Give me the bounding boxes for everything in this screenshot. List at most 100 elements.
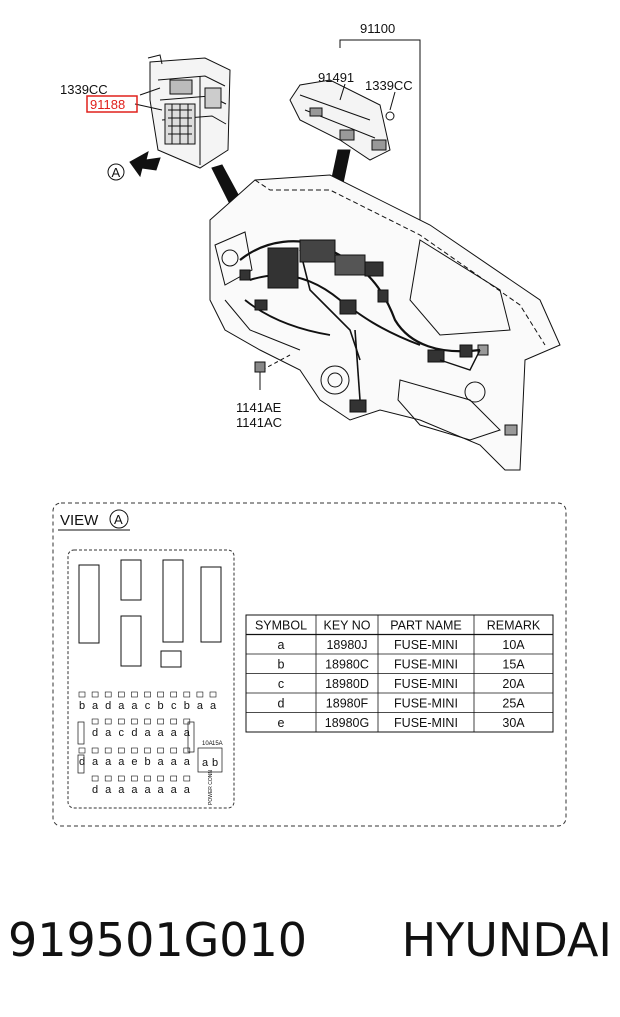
callout-1141ae: 1141AE	[236, 400, 282, 415]
brand-name: HYUNDAI	[401, 913, 612, 967]
fuse-small-label-1: 10A	[202, 741, 213, 747]
fuse-slot-letter: a	[171, 784, 178, 796]
fuse-slot-tab	[104, 691, 112, 698]
fuse-panel	[67, 549, 235, 809]
fuse-slot-tab	[183, 691, 191, 698]
fuse-slot-letter: b	[184, 700, 190, 712]
fuse-table-cell: e	[278, 716, 285, 730]
fuse-table-cell: 30A	[502, 716, 525, 730]
leader-1339cc-right	[389, 91, 396, 111]
fuse-table-header: REMARK	[487, 619, 541, 633]
callout-1339cc-left: 1339CC	[60, 82, 108, 97]
fuse-slot-tab	[104, 747, 112, 754]
view-title-marker: A	[114, 512, 123, 527]
fuse-table-cell: 18980F	[326, 697, 369, 711]
wiring-harness	[239, 239, 481, 413]
fuse-slot-tab	[104, 718, 112, 725]
fuse-slot-tab	[78, 747, 86, 754]
power-conn-letter: a	[202, 757, 209, 769]
fuse-slot-letter: d	[92, 784, 98, 796]
callout-91100: 91100	[360, 21, 395, 36]
fuse-slot-letter: a	[171, 727, 178, 739]
fuse-slot-letter: a	[158, 756, 165, 768]
fuse-table-cell: FUSE-MINI	[394, 677, 458, 691]
fuse-slot-letter: c	[119, 727, 125, 739]
fuse-table-cell: d	[278, 697, 285, 711]
fuse-table-cell: 18980D	[325, 677, 369, 691]
exploded-view: 91100 A	[107, 21, 561, 471]
fuse-long-slot	[77, 754, 85, 774]
fuse-vertical-label: POWER CONN	[208, 770, 214, 805]
callout-1141ac: 1141AC	[236, 415, 282, 430]
fuse-slot-tab	[170, 718, 177, 725]
fuse-slot-tab	[157, 691, 164, 698]
fuse-slot-letter: a	[184, 756, 191, 768]
fuse-slot-letter: c	[171, 700, 177, 712]
fuse-slot-letter: a	[184, 727, 191, 739]
power-conn-box	[197, 747, 223, 773]
fuse-slot-letter: a	[92, 700, 99, 712]
fuse-long-slot	[77, 721, 85, 745]
fuse-slot-letter: a	[105, 756, 112, 768]
leader-1339cc-left	[139, 87, 161, 96]
fuse-slot-tab	[91, 747, 99, 754]
fuse-slot-tab	[78, 691, 86, 698]
fuse-slot-tab	[131, 691, 138, 698]
fuse-slot-letter: b	[144, 756, 150, 768]
fuse-table-header: PART NAME	[390, 619, 462, 633]
fuse-slot-letter: a	[105, 784, 112, 796]
callout-91491: 91491	[318, 70, 354, 85]
fuse-slot-tab	[131, 747, 138, 754]
leader-91491	[339, 83, 346, 101]
view-a-marker: A	[112, 165, 121, 180]
fuse-slot-tab	[183, 775, 191, 782]
fuse-slot-letter: a	[144, 727, 151, 739]
fuse-table-cell: 25A	[502, 697, 525, 711]
fuse-slot-letter: d	[92, 727, 98, 739]
callout-91100-bracket	[339, 39, 421, 340]
fuse-slot-letter: c	[145, 700, 151, 712]
fuse-slot-tab	[118, 691, 125, 698]
fuse-slot-tab	[144, 691, 151, 698]
fuse-slot-letter: a	[158, 727, 165, 739]
fuse-slot-letter: a	[197, 700, 204, 712]
fuse-slot-tab	[144, 747, 151, 754]
clip-right	[385, 111, 395, 121]
fuse-slot-letter: b	[158, 700, 164, 712]
harness-91491	[289, 79, 391, 161]
fuse-table-cell: FUSE-MINI	[394, 638, 458, 652]
fuse-slot-tab	[209, 691, 217, 698]
fuse-table-cell: FUSE-MINI	[394, 716, 458, 730]
fuse-slot-letter: e	[131, 756, 137, 768]
fuse-slot-letter: a	[105, 727, 112, 739]
fuse-slot-tab	[104, 775, 112, 782]
fuse-table-cell: 20A	[502, 677, 525, 691]
fuse-slot-tab	[157, 775, 164, 782]
fuse-slot-letter: a	[118, 784, 125, 796]
view-a-circle	[107, 163, 125, 181]
fuse-slot-tab	[91, 775, 99, 782]
fuse-table-header: KEY NO	[323, 619, 370, 633]
fuse-slot-tab	[91, 691, 99, 698]
fuse-slot-letter: a	[118, 756, 125, 768]
fuse-slot-letter: a	[131, 700, 138, 712]
fuse-table-cell: 18980C	[325, 658, 369, 672]
fuse-slot-letter: d	[131, 727, 137, 739]
fuse-table-cell: a	[278, 638, 285, 652]
leader-91188	[134, 103, 163, 111]
fuse-long-slot	[187, 721, 195, 753]
fuse-table-cell: c	[278, 677, 284, 691]
fuse-table-cell: 15A	[502, 658, 525, 672]
fuse-slot-tab	[196, 691, 204, 698]
fuse-slot-tab	[170, 691, 177, 698]
fuse-slot-letter: a	[158, 784, 165, 796]
fuse-slot-tab	[157, 718, 164, 725]
fuse-table-header: SYMBOL	[255, 619, 307, 633]
fuse-slot-tab	[183, 718, 191, 725]
fuse-slot-letter: b	[79, 700, 85, 712]
power-conn-letter: b	[212, 757, 218, 769]
fuse-slot-letter: d	[79, 756, 85, 768]
fuse-slot-tab	[144, 775, 151, 782]
